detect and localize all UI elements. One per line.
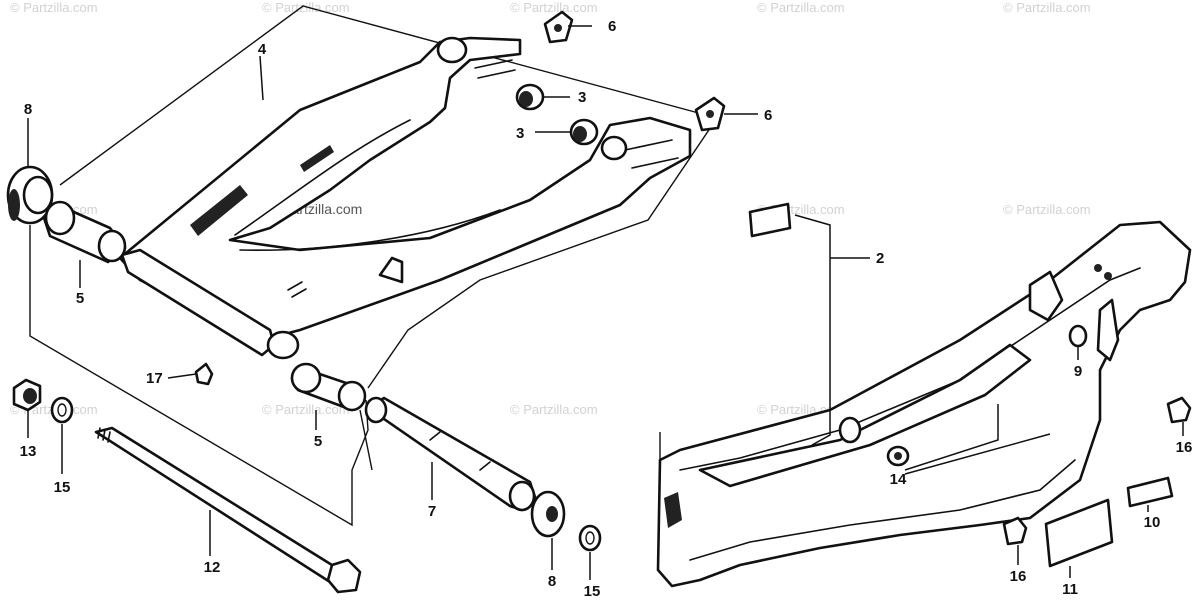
bearing-part-8-lower xyxy=(530,490,566,538)
callout-9: 9 xyxy=(1074,363,1082,380)
pivot-bolt-part-12 xyxy=(94,426,362,594)
watermark: © Partzilla.com xyxy=(757,0,845,15)
collar-part-5-center xyxy=(290,362,367,412)
collar-part-5-left xyxy=(42,200,127,264)
bolt-part-16-right xyxy=(1166,396,1192,424)
label-part-2 xyxy=(748,202,792,238)
washer-part-15-left xyxy=(50,396,74,424)
grommet-part-14 xyxy=(886,445,910,467)
chain-case-part-1 xyxy=(656,220,1192,588)
callout-10: 10 xyxy=(1144,514,1161,531)
bearing-part-8 xyxy=(6,165,54,225)
callout-8-upper: 8 xyxy=(24,101,32,118)
callout-2: 2 xyxy=(876,250,884,267)
grommet-part-9 xyxy=(1068,324,1088,348)
label-part-10 xyxy=(1126,476,1174,508)
watermark: © Partzilla.com xyxy=(262,0,350,15)
callout-6-lower: 6 xyxy=(764,107,772,124)
callout-8-lower: 8 xyxy=(548,573,556,590)
watermark: © Partzilla.com xyxy=(510,402,598,417)
callout-5-left: 5 xyxy=(76,290,84,307)
washer-part-15-right xyxy=(578,524,602,552)
callout-labels: 4 6 6 3 3 8 5 5 2 9 17 13 15 12 7 8 15 1… xyxy=(20,18,1193,600)
callout-14: 14 xyxy=(890,471,907,488)
callout-7: 7 xyxy=(428,503,436,520)
bolt-part-17 xyxy=(194,362,214,386)
watermark: © Partzilla.com xyxy=(262,402,350,417)
callout-15-right: 15 xyxy=(584,583,601,600)
bushing-part-3-lower xyxy=(569,118,599,146)
watermark: © Partzilla.com xyxy=(1003,0,1091,15)
watermark: © Partzilla.com xyxy=(510,0,598,15)
callout-3-upper: 3 xyxy=(578,89,586,106)
bushing-part-3-upper xyxy=(515,83,545,111)
callout-leader-lines xyxy=(27,25,1184,580)
callout-15-left: 15 xyxy=(54,479,71,496)
callout-16-lower: 16 xyxy=(1010,568,1027,585)
callout-16-right: 16 xyxy=(1176,439,1193,456)
watermark: © Partzilla.com xyxy=(10,0,98,15)
callout-3-lower: 3 xyxy=(516,125,524,142)
callout-11: 11 xyxy=(1062,581,1078,598)
watermark: © Partzilla.com xyxy=(1003,202,1091,217)
axle-part-7 xyxy=(364,396,538,512)
bolt-part-16-lower xyxy=(1002,516,1028,546)
callout-6-upper: 6 xyxy=(608,18,616,35)
callout-13: 13 xyxy=(20,443,37,460)
nut-part-13 xyxy=(12,378,42,412)
callout-4: 4 xyxy=(258,41,267,58)
label-part-11 xyxy=(1044,498,1114,568)
callout-12: 12 xyxy=(204,559,221,576)
chain-adjuster-part-6-lower xyxy=(694,96,726,132)
callout-17: 17 xyxy=(146,370,163,387)
swingarm-part-4 xyxy=(118,36,692,360)
callout-5-center: 5 xyxy=(314,433,322,450)
chain-adjuster-part-6-upper xyxy=(543,10,574,44)
